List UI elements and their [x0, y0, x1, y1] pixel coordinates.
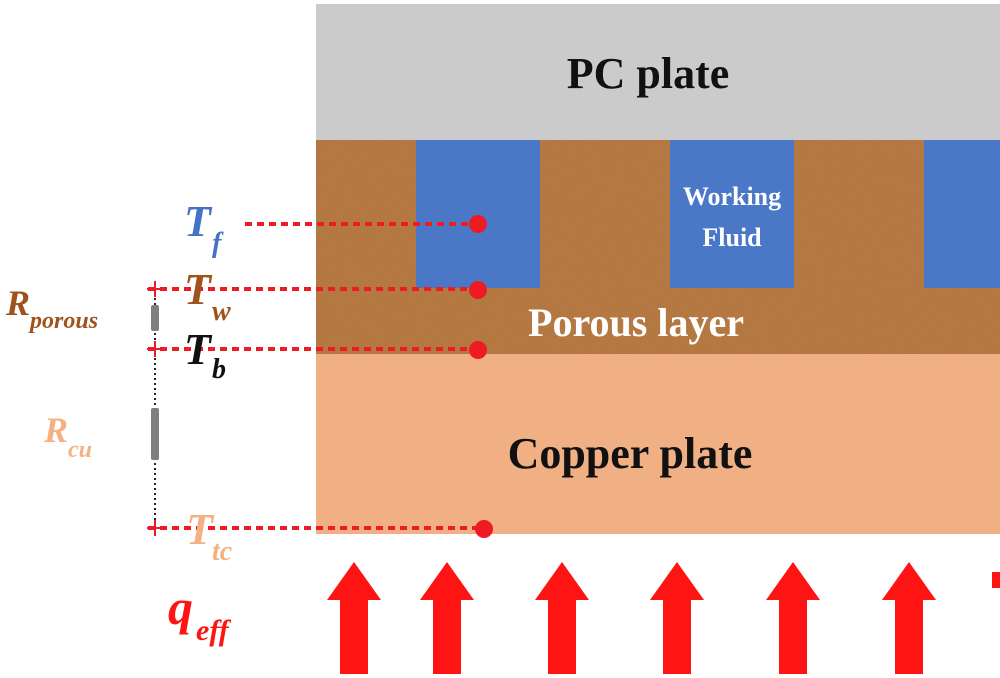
working-fluid-label-line2: Fluid [702, 223, 762, 252]
working-fluid-label-line1: Working [683, 182, 781, 211]
copper-plate-label: Copper plate [508, 429, 753, 478]
t-w-label: Tw [184, 265, 231, 327]
heat-flux-arrow-icon [327, 562, 381, 674]
probe-dot-icon [469, 215, 487, 233]
r-cu-label: Rcu [43, 410, 92, 463]
heat-flux-arrow-icon [882, 562, 936, 674]
r-porous-label: Rporous [5, 283, 98, 334]
probe-dot-icon [469, 281, 487, 299]
network-node [147, 281, 163, 297]
heat-flux-arrow-icon [535, 562, 589, 674]
t-f-label: Tf [184, 197, 224, 259]
pc-plate-label: PC plate [567, 49, 730, 98]
heat-flux-arrow-icon [766, 562, 820, 674]
heat-flux-arrow-icon [992, 572, 1000, 588]
t-b-label: Tb [184, 325, 226, 385]
probe-dot-icon [469, 341, 487, 359]
heat-flux-arrow-icon [650, 562, 704, 674]
copper-plate [316, 354, 1000, 534]
probe-dot-icon [475, 520, 493, 538]
t-tc-label: Ttc [186, 505, 233, 567]
heat-flux-arrow-icon [420, 562, 474, 674]
heat-flux-arrows [327, 562, 1000, 674]
resistor-icon [151, 305, 159, 331]
pc-plate [316, 4, 1000, 140]
porous-layer-label: Porous layer [528, 300, 744, 345]
fluid-channel [924, 140, 1000, 288]
resistor-icon [151, 408, 159, 460]
fluid-channel [670, 140, 794, 288]
fluid-channel [416, 140, 540, 288]
network-node [147, 520, 163, 536]
network-node [147, 341, 163, 357]
